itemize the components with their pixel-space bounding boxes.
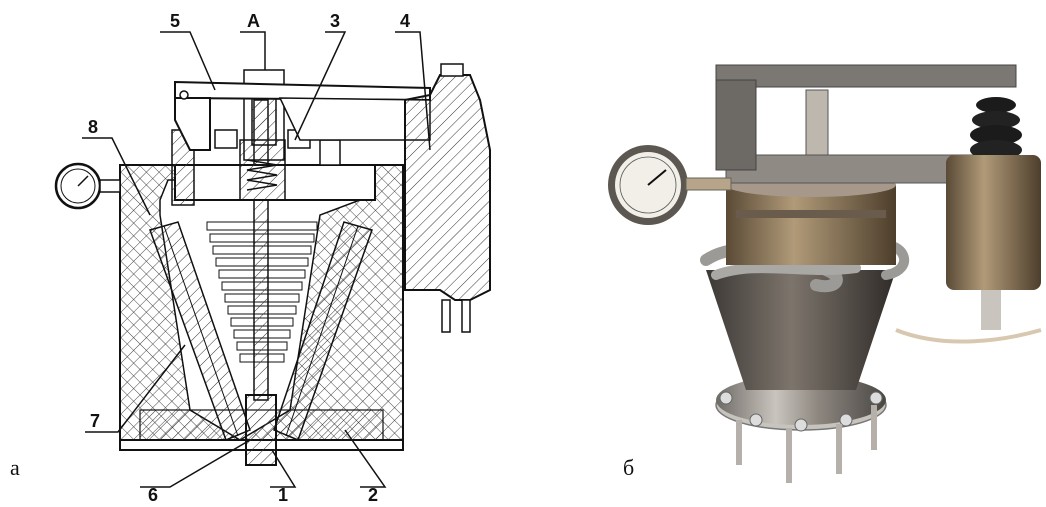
callout-8: 8 (88, 117, 98, 137)
callout-a: A (247, 11, 260, 31)
solenoid-actuator (404, 63, 491, 333)
cone-body (706, 270, 896, 390)
nozzle (245, 394, 277, 466)
callout-6: 6 (148, 485, 158, 505)
device-photo (608, 64, 1042, 483)
callout-5: 5 (170, 11, 180, 31)
callout-1: 1 (278, 485, 288, 505)
callout-3: 3 (330, 11, 340, 31)
lever-arm (174, 80, 431, 151)
top-plate (725, 154, 977, 184)
base-flange (715, 375, 887, 483)
leader-lines (82, 31, 431, 488)
upper-body (726, 173, 896, 265)
lever (715, 64, 1017, 171)
caption-a: а (10, 455, 20, 480)
heater-rods (149, 221, 373, 441)
section-drawing: 5 A 3 4 8 7 6 1 2 (54, 11, 491, 505)
gauge (608, 145, 732, 225)
callout-2: 2 (368, 485, 378, 505)
callout-4: 4 (400, 11, 410, 31)
solenoid (946, 97, 1041, 330)
callout-7: 7 (90, 411, 100, 431)
caption-b: б (623, 455, 635, 480)
pressure-gauge (54, 162, 121, 210)
